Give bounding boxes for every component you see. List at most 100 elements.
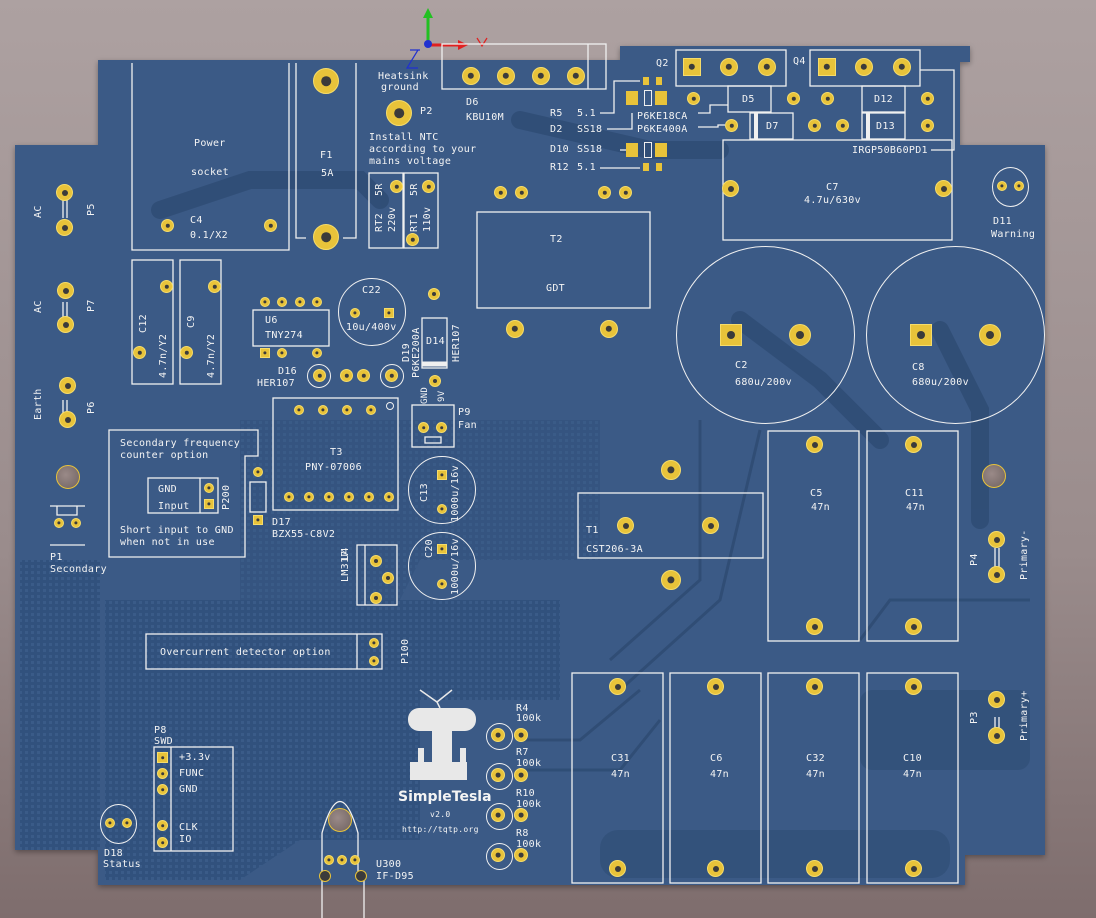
pad[interactable] — [514, 768, 528, 782]
pad[interactable] — [506, 320, 524, 338]
pad[interactable] — [384, 308, 394, 318]
pad[interactable] — [514, 848, 528, 862]
pad[interactable] — [429, 375, 441, 387]
pad[interactable] — [725, 119, 738, 132]
pad[interactable] — [720, 58, 738, 76]
pad[interactable] — [344, 492, 354, 502]
pad[interactable] — [836, 119, 849, 132]
pad[interactable] — [491, 728, 505, 742]
pad[interactable] — [71, 518, 81, 528]
pad[interactable] — [384, 492, 394, 502]
pad[interactable] — [369, 638, 379, 648]
pad[interactable] — [56, 219, 73, 236]
pad[interactable] — [382, 572, 394, 584]
pad[interactable] — [208, 280, 221, 293]
pad[interactable] — [260, 297, 270, 307]
pad[interactable] — [806, 436, 823, 453]
pad[interactable] — [122, 818, 132, 828]
pad[interactable] — [988, 691, 1005, 708]
pad[interactable] — [370, 555, 382, 567]
pad[interactable] — [324, 855, 334, 865]
pad[interactable] — [683, 58, 701, 76]
pad[interactable] — [294, 405, 304, 415]
pad[interactable] — [57, 316, 74, 333]
pad[interactable] — [160, 280, 173, 293]
pad[interactable] — [661, 570, 681, 590]
pad[interactable] — [497, 67, 515, 85]
pad[interactable] — [418, 422, 429, 433]
pad[interactable] — [312, 297, 322, 307]
pad[interactable] — [350, 308, 360, 318]
pad[interactable] — [789, 324, 811, 346]
pad[interactable] — [491, 848, 505, 862]
pad[interactable] — [385, 369, 398, 382]
pad[interactable] — [161, 219, 174, 232]
pad[interactable] — [253, 515, 263, 525]
pad[interactable] — [515, 186, 528, 199]
pad[interactable] — [54, 518, 64, 528]
pad[interactable] — [905, 618, 922, 635]
pad[interactable] — [313, 224, 339, 250]
pad[interactable] — [609, 860, 626, 877]
pad[interactable] — [818, 58, 836, 76]
pad[interactable] — [437, 504, 447, 514]
pad[interactable] — [921, 92, 934, 105]
pad[interactable] — [617, 517, 634, 534]
pad[interactable] — [609, 678, 626, 695]
pad[interactable] — [157, 768, 168, 779]
pad[interactable] — [702, 517, 719, 534]
pad[interactable] — [806, 860, 823, 877]
pad[interactable] — [342, 405, 352, 415]
pad[interactable] — [787, 92, 800, 105]
pad[interactable] — [59, 411, 76, 428]
pad[interactable] — [619, 186, 632, 199]
pad[interactable] — [157, 752, 168, 763]
pad[interactable] — [661, 460, 681, 480]
pad[interactable] — [437, 579, 447, 589]
pad[interactable] — [357, 369, 370, 382]
pad[interactable] — [988, 531, 1005, 548]
pad[interactable] — [532, 67, 550, 85]
pad[interactable] — [337, 855, 347, 865]
pad[interactable] — [369, 656, 379, 666]
pad[interactable] — [979, 324, 1001, 346]
pad[interactable] — [893, 58, 911, 76]
pad[interactable] — [436, 422, 447, 433]
pad[interactable] — [59, 377, 76, 394]
p2-heatsink-pad[interactable] — [386, 100, 412, 126]
pad[interactable] — [204, 499, 214, 509]
pad[interactable] — [598, 186, 611, 199]
pad[interactable] — [340, 369, 353, 382]
pad[interactable] — [318, 405, 328, 415]
pad[interactable] — [406, 233, 419, 246]
pad[interactable] — [910, 324, 932, 346]
pad[interactable] — [56, 184, 73, 201]
pad[interactable] — [821, 92, 834, 105]
pad[interactable] — [157, 784, 168, 795]
pad[interactable] — [437, 544, 447, 554]
pad[interactable] — [105, 818, 115, 828]
pad[interactable] — [253, 467, 263, 477]
pad[interactable] — [364, 492, 374, 502]
pad[interactable] — [324, 492, 334, 502]
pad[interactable] — [600, 320, 618, 338]
pad[interactable] — [462, 67, 480, 85]
pad[interactable] — [905, 436, 922, 453]
pad[interactable] — [491, 768, 505, 782]
pad[interactable] — [707, 860, 724, 877]
pad[interactable] — [855, 58, 873, 76]
pad[interactable] — [491, 808, 505, 822]
pad[interactable] — [157, 837, 168, 848]
pad[interactable] — [57, 282, 74, 299]
pad[interactable] — [905, 678, 922, 695]
pad[interactable] — [277, 297, 287, 307]
pad[interactable] — [806, 678, 823, 695]
pad[interactable] — [264, 219, 277, 232]
pad[interactable] — [758, 58, 776, 76]
pad[interactable] — [921, 119, 934, 132]
pad[interactable] — [157, 820, 168, 831]
pad[interactable] — [390, 180, 403, 193]
pad[interactable] — [304, 492, 314, 502]
pad[interactable] — [366, 405, 376, 415]
